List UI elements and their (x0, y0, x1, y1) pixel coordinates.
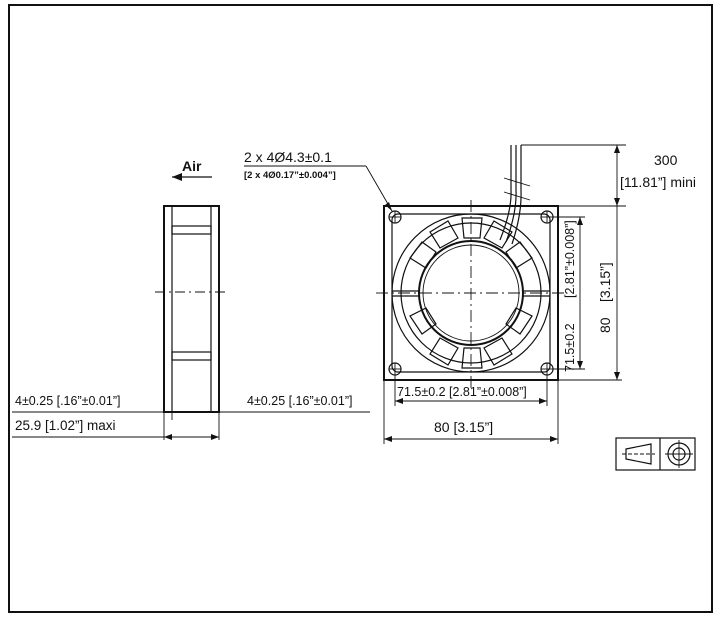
fan-hub (418, 240, 524, 346)
depth-dimension: 25.9 [1.02”] maxi (15, 418, 116, 433)
flange-left-dimension: 4±0.25 [.16”±0.01”] (15, 394, 120, 408)
size-vertical-mm: 80 (597, 317, 613, 333)
hole-pitch-vertical-mm: 71.5±0.2 (563, 323, 577, 372)
flange-right-dimension: 4±0.25 [.16”±0.01”] (247, 394, 352, 408)
side-view: Air 4±0.25 [.16”±0.01”] 4±0.25 [.16”±0.0… (12, 158, 370, 440)
lead-length-in: [11.81”] mini (620, 174, 696, 190)
first-angle-projection-icon (615, 437, 696, 471)
hole-spec-mm: 2 x 4Ø4.3±0.1 (244, 149, 332, 165)
left-arrow-icon (172, 173, 212, 181)
hole-pitch-vertical-in: [2.81”±0.008”] (563, 220, 577, 298)
size-vertical-in: [3.15”] (597, 262, 613, 302)
hole-spec-in: [2 x 4Ø0.17”±0.004”] (244, 170, 336, 181)
lead-wires (499, 145, 531, 245)
drawing-border (8, 4, 713, 613)
hole-pitch-horizontal: 71.5±0.2 [2.81”±0.008”] (397, 385, 527, 399)
front-view: 2 x 4Ø4.3±0.1 [2 x 4Ø0.17”±0.004”] 300 [… (244, 144, 696, 444)
size-horizontal: 80 [3.15”] (434, 419, 493, 435)
airflow-label: Air (182, 158, 202, 174)
lead-length-mm: 300 (654, 152, 678, 168)
